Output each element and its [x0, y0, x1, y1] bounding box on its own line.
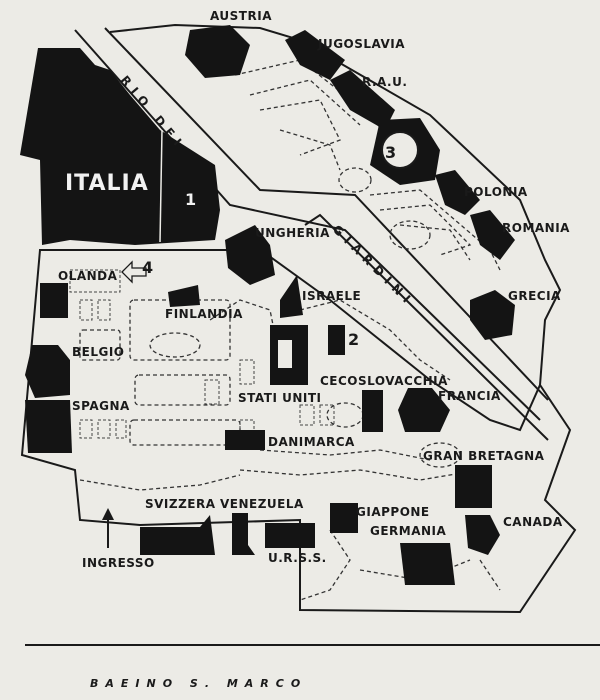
label-francia: FRANCIA: [438, 389, 501, 403]
label-number-2: 2: [348, 330, 360, 349]
pavilion-olanda[interactable]: [40, 283, 68, 318]
pavilion-danimarca[interactable]: [225, 430, 265, 450]
label-number-4: 4: [142, 258, 154, 277]
label-venezuela: VENEZUELA: [220, 497, 304, 511]
label-stati-uniti: STATI UNITI: [238, 391, 321, 405]
pavilion-2[interactable]: [328, 325, 345, 355]
pavilion-francia[interactable]: [398, 388, 450, 432]
site-boundary: [20, 233, 577, 614]
pavilion-belgio[interactable]: [25, 345, 70, 398]
upper-island-boundary: [109, 23, 562, 386]
giardini-road: [304, 213, 549, 441]
pavilion-ungheria[interactable]: [225, 225, 275, 285]
pavilion-gran-bretagna[interactable]: [455, 465, 492, 508]
label-grecia: GRECIA: [508, 289, 561, 303]
pavilion-austria[interactable]: [185, 25, 250, 78]
label-olanda: OLANDA: [58, 269, 118, 283]
label-svizzera: SVIZZERA: [145, 497, 216, 511]
canal-bank-outer: [74, 29, 541, 421]
small-lots: [69, 269, 335, 439]
label-belgio: BELGIO: [72, 345, 125, 359]
label-gran-bretagna: GRAN BRETAGNA: [423, 449, 545, 463]
label-number-3: 3: [385, 143, 397, 162]
label-finlandia: FINLANDIA: [165, 307, 243, 321]
pavilion-spagna[interactable]: [25, 400, 72, 453]
label-ungheria: UNGHERIA: [255, 226, 330, 240]
pavilion-giappone[interactable]: [330, 503, 358, 533]
pavilion-cecoslovacchia[interactable]: [362, 390, 383, 432]
pavilion-israele[interactable]: [280, 275, 303, 318]
label-italia: ITALIA: [65, 171, 149, 196]
label-canada: CANADA: [503, 515, 563, 529]
pavilion-blocks: [25, 25, 515, 585]
pavilion-urss[interactable]: [265, 523, 315, 548]
label-rau: R.A.U.: [362, 75, 407, 89]
canal-bank-inner: [104, 27, 549, 401]
pavilion-romania[interactable]: [470, 210, 515, 260]
label-urss: U.R.S.S.: [268, 551, 327, 565]
stati-uniti-courtyard: [278, 340, 292, 368]
label-israele: ISRAELE: [302, 289, 361, 303]
label-bacino-san-marco: BAEINO S. MARCO: [90, 677, 307, 690]
roundabout: [381, 131, 419, 169]
pavilion-germania[interactable]: [400, 543, 455, 585]
pavilion-polonia[interactable]: [435, 170, 480, 215]
pavilion-venezuela[interactable]: [232, 513, 255, 555]
label-ingresso: INGRESSO: [82, 556, 155, 570]
pavilion-canada[interactable]: [465, 515, 500, 555]
italia-divider: [159, 129, 163, 243]
pavilion-jugoslavia[interactable]: [285, 30, 345, 80]
pavilion-grecia[interactable]: [470, 290, 515, 340]
entrance-arrow-icon: [102, 508, 114, 548]
pavilion-svizzera[interactable]: [140, 515, 215, 555]
pavilion-italia[interactable]: [20, 48, 220, 245]
label-number-1: 1: [185, 190, 197, 209]
label-giappone: GIAPPONE: [356, 505, 430, 519]
olanda-arrow-icon: [121, 260, 147, 284]
pavilion-finlandia[interactable]: [168, 285, 200, 307]
label-jugoslavia: JUGOSLAVIA: [317, 37, 405, 51]
label-spagna: SPAGNA: [72, 399, 130, 413]
pavilion-rau[interactable]: [330, 70, 395, 130]
label-danimarca: DANIMARCA: [268, 435, 355, 449]
label-polonia: POLONIA: [464, 185, 528, 199]
label-austria: AUSTRIA: [210, 9, 272, 23]
label-romania: ROMANIA: [502, 221, 570, 235]
label-cecoslovacchia: CECOSLOVACCHIA: [320, 374, 448, 388]
label-germania: GERMANIA: [370, 524, 447, 538]
